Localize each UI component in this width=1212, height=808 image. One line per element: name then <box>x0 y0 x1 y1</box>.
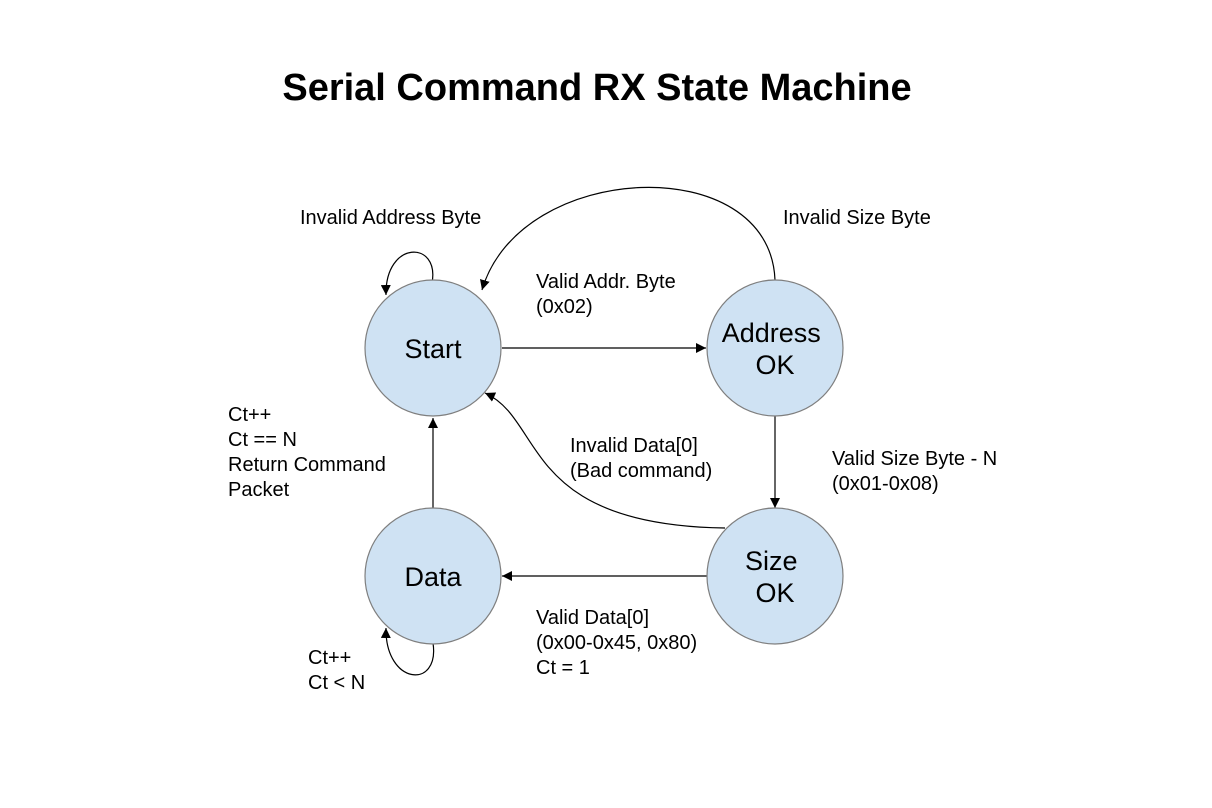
label-invalid-size-line-1: Invalid Size Byte <box>783 207 931 229</box>
state-size-ok-label: Size OK <box>745 546 805 608</box>
label-valid-data: Valid Data[0] (0x00-0x45, 0x80) Ct = 1 <box>536 607 703 679</box>
label-valid-addr-line-2: (0x02) <box>536 296 593 318</box>
state-size-ok-label-line-1: Size <box>745 546 798 576</box>
label-data-loop-line-1: Ct++ <box>308 647 351 669</box>
label-return-packet-line-1: Ct++ <box>228 404 271 426</box>
label-return-packet-line-3: Return Command <box>228 454 386 476</box>
state-address-ok: Address OK <box>706 279 844 417</box>
label-valid-data-line-2: (0x00-0x45, 0x80) <box>536 632 697 654</box>
edge-address-ok-to-start <box>480 186 776 291</box>
label-valid-data-line-1: Valid Data[0] <box>536 607 649 629</box>
edge-start-self-loop <box>380 251 434 296</box>
state-address-ok-label-line-1: Address <box>722 318 821 348</box>
state-size-ok: Size OK <box>706 507 844 645</box>
label-data-loop-line-2: Ct < N <box>308 672 365 694</box>
state-start: Start <box>364 279 502 417</box>
state-size-ok-label-line-2: OK <box>755 578 794 608</box>
label-valid-addr-line-1: Valid Addr. Byte <box>536 271 676 293</box>
label-return-packet: Ct++ Ct == N Return Command Packet <box>228 404 391 501</box>
label-invalid-address-line-1: Invalid Address Byte <box>300 207 481 229</box>
label-invalid-data-line-2: (Bad command) <box>570 460 712 482</box>
state-address-ok-label-line-2: OK <box>755 350 794 380</box>
label-valid-addr: Valid Addr. Byte (0x02) <box>536 271 681 318</box>
label-invalid-size: Invalid Size Byte <box>783 207 931 229</box>
diagram-title: Serial Command RX State Machine <box>282 67 911 109</box>
state-start-label: Start <box>404 334 462 364</box>
label-invalid-data: Invalid Data[0] (Bad command) <box>570 435 712 482</box>
label-valid-data-line-3: Ct = 1 <box>536 657 590 679</box>
edge-data-self-loop <box>380 627 435 676</box>
label-return-packet-line-4: Packet <box>228 479 290 501</box>
edge-size-ok-to-start <box>484 392 726 529</box>
label-invalid-data-line-1: Invalid Data[0] <box>570 435 698 457</box>
label-return-packet-line-2: Ct == N <box>228 429 297 451</box>
state-data-label-line: Data <box>404 562 462 592</box>
state-size-ok-circle <box>706 507 844 645</box>
state-address-ok-circle <box>706 279 844 417</box>
state-data: Data <box>364 507 502 645</box>
state-start-label-line: Start <box>404 334 462 364</box>
state-data-label: Data <box>404 562 462 592</box>
label-valid-size: Valid Size Byte - N (0x01-0x08) <box>832 448 1003 495</box>
label-invalid-address: Invalid Address Byte <box>300 207 481 229</box>
label-valid-size-line-1: Valid Size Byte - N <box>832 448 997 470</box>
state-address-ok-label: Address OK <box>722 318 829 380</box>
label-valid-size-line-2: (0x01-0x08) <box>832 473 939 495</box>
label-data-loop: Ct++ Ct < N <box>308 647 365 694</box>
state-data-circle <box>364 507 502 645</box>
state-start-circle <box>364 279 502 417</box>
